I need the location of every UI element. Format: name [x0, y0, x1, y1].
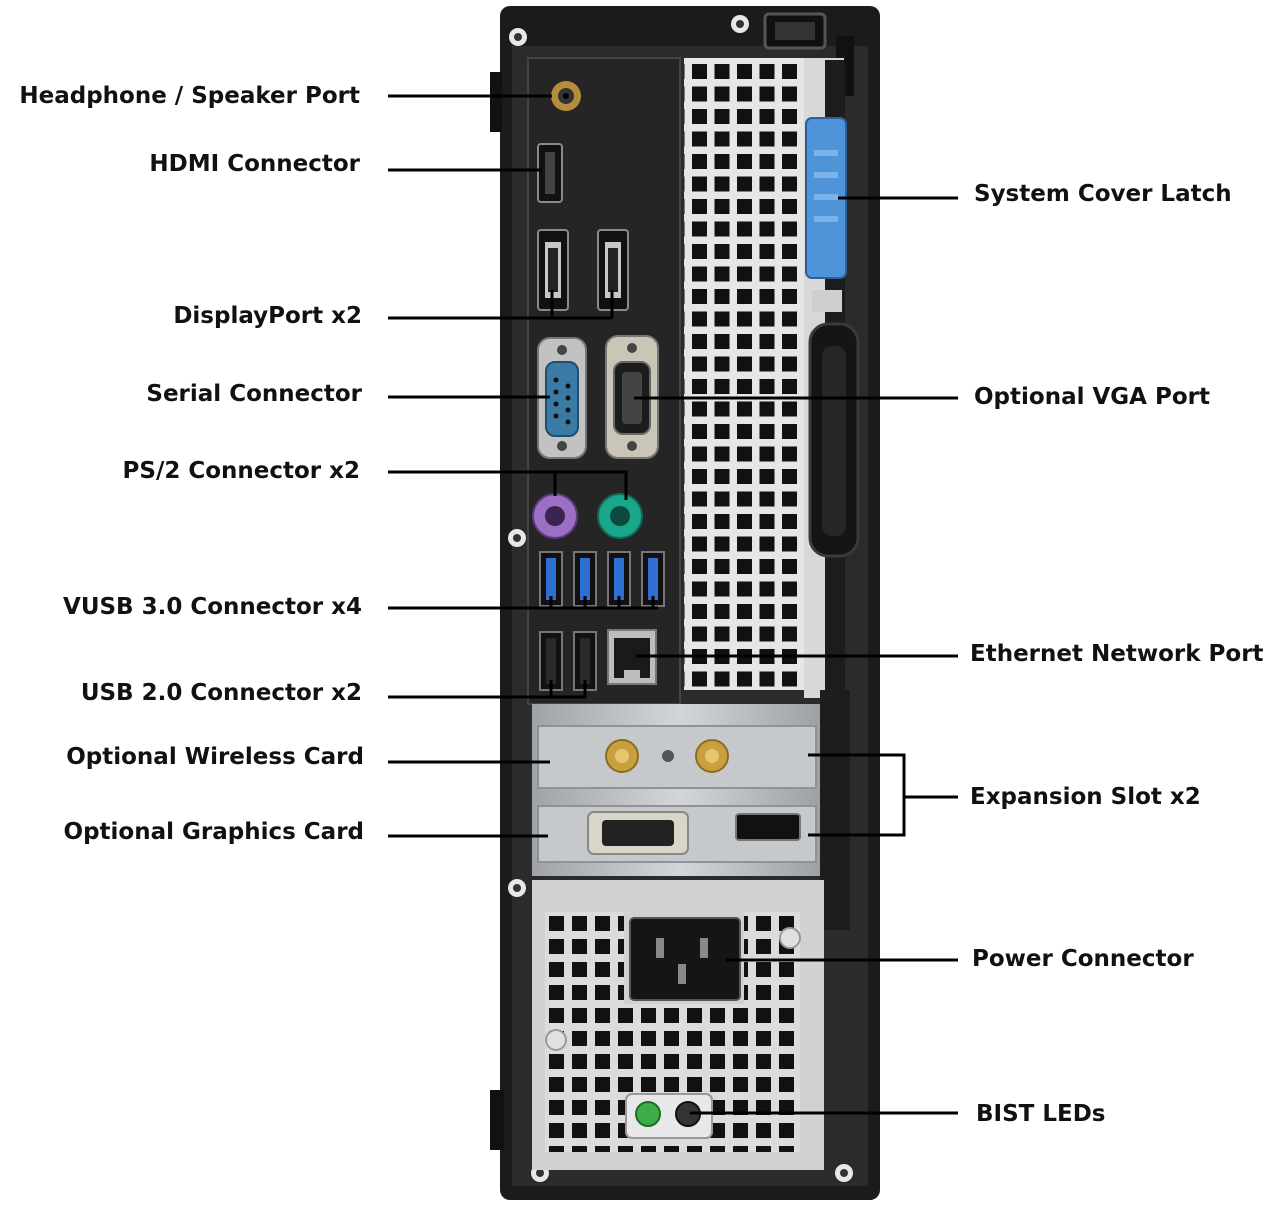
vga-port: [605, 335, 659, 459]
leader-lines: [388, 94, 958, 1115]
label-system-cover-latch: System Cover Latch: [974, 181, 1232, 207]
leader-displayport: [388, 290, 614, 320]
label-bist-leds: BIST LEDs: [976, 1101, 1106, 1127]
label-expansion-slot: Expansion Slot x2: [970, 784, 1201, 810]
ps2-ports: [532, 493, 643, 539]
system-cover-latch: [805, 117, 847, 312]
leader-usb2: [388, 680, 587, 699]
label-headphone-speaker-port: Headphone / Speaker Port: [19, 83, 360, 109]
label-displayport: DisplayPort x2: [173, 303, 362, 329]
label-usb2-connector: USB 2.0 Connector x2: [80, 680, 362, 706]
serial-port: [537, 337, 587, 459]
power-supply: [532, 880, 824, 1170]
leader-usb3: [388, 596, 658, 610]
expansion-slots: [532, 690, 850, 930]
chassis-handle: [808, 322, 860, 558]
headphone-jack: [551, 81, 581, 111]
label-optional-graphics-card: Optional Graphics Card: [63, 819, 364, 845]
label-ethernet-network-port: Ethernet Network Port: [970, 641, 1264, 667]
label-optional-wireless-card: Optional Wireless Card: [66, 744, 364, 770]
leader-expansion: [808, 753, 958, 837]
leader-ps2: [388, 470, 628, 500]
label-hdmi-connector: HDMI Connector: [149, 151, 360, 177]
label-usb3-connector: VUSB 3.0 Connector x4: [63, 594, 362, 620]
label-ps2-connector: PS/2 Connector x2: [122, 458, 360, 484]
label-power-connector: Power Connector: [972, 946, 1194, 972]
hdmi-port: [537, 143, 563, 203]
label-optional-vga-port: Optional VGA Port: [974, 384, 1210, 410]
label-serial-connector: Serial Connector: [146, 381, 362, 407]
usb3-ports: [539, 551, 665, 607]
